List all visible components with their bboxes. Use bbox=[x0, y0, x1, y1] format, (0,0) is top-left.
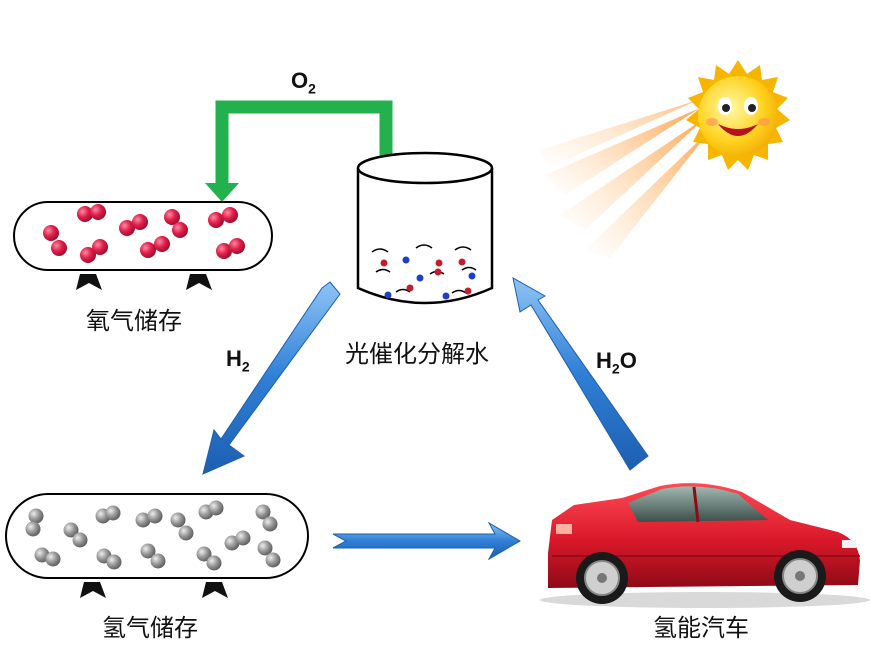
water-formula-label: H2O bbox=[596, 348, 637, 377]
oxygen-storage-label: 氧气储存 bbox=[86, 307, 182, 335]
hydrogen-storage-tank bbox=[5, 493, 309, 598]
oxygen-storage-tank bbox=[13, 201, 273, 290]
hydrogen-storage-label: 氢气储存 bbox=[102, 614, 198, 642]
car-icon bbox=[540, 483, 870, 608]
oxygen-formula-label: O2 bbox=[291, 68, 316, 97]
photocatalysis-label: 光催化分解水 bbox=[345, 340, 489, 368]
hydrogen-flow-arrow bbox=[202, 281, 341, 475]
hydrogen-to-car-arrow bbox=[332, 521, 521, 561]
beaker-icon bbox=[356, 151, 494, 305]
sun-icon bbox=[540, 60, 790, 258]
hydrogen-formula-label: H2 bbox=[226, 346, 250, 375]
water-flow-arrow bbox=[512, 277, 649, 471]
hydrogen-car-label: 氢能汽车 bbox=[653, 614, 749, 642]
